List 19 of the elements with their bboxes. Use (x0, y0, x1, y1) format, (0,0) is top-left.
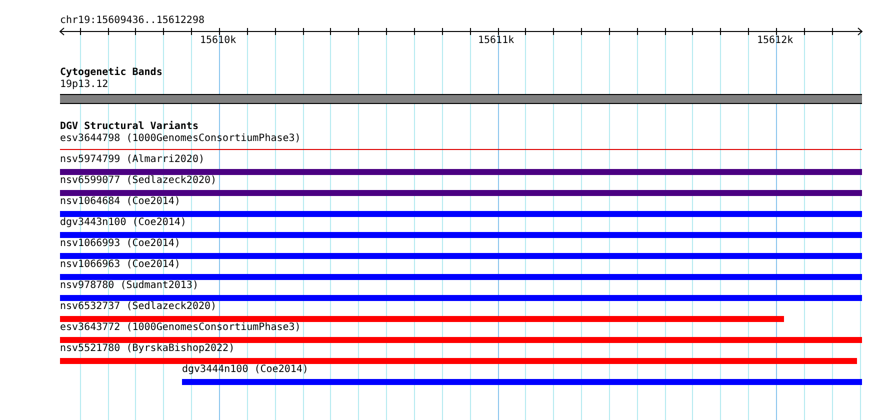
feature-label: dgv3443n100 (Coe2014) (60, 217, 186, 229)
feature-label: nsv978780 (Sudmant2013) (60, 280, 198, 292)
coordinate-label: chr19:15609436..15612298 (60, 15, 204, 27)
tick-label: 15612k (757, 35, 794, 47)
band-label: 19p13.12 (60, 79, 108, 91)
feature-label: nsv6532737 (Sedlazeck2020) (60, 301, 217, 313)
feature-label: esv3643772 (1000GenomesConsortiumPhase3) (60, 322, 301, 334)
tick-label: 15611k (478, 35, 514, 47)
track-heading: DGV Structural Variants (60, 121, 198, 133)
feature-label: dgv3444n100 (Coe2014) (182, 364, 308, 376)
feature-label: nsv1066963 (Coe2014) (60, 259, 180, 271)
feature-label: esv3644798 (1000GenomesConsortiumPhase3) (60, 133, 301, 145)
feature-label: nsv5974799 (Almarri2020) (60, 154, 204, 166)
feature-label: nsv1066993 (Coe2014) (60, 238, 180, 250)
feature-label: nsv5521780 (ByrskaBishop2022) (60, 343, 235, 355)
feature-label: nsv1064684 (Coe2014) (60, 196, 180, 208)
track-heading: Cytogenetic Bands (60, 67, 162, 79)
feature-label: nsv6599077 (Sedlazeck2020) (60, 175, 217, 187)
tick-label: 15610k (200, 35, 236, 47)
